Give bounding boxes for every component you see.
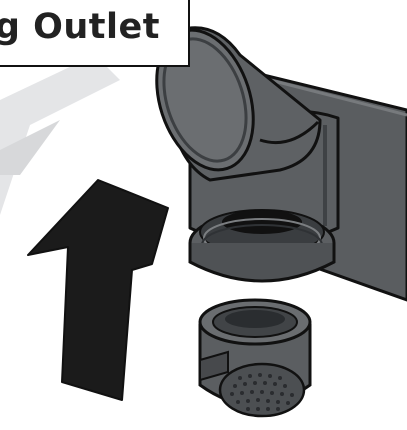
step-label: g Outlet <box>0 7 160 47</box>
up-arrow-icon <box>28 180 168 400</box>
step-label-box: g Outlet <box>0 0 190 67</box>
aerator-part <box>200 300 310 416</box>
faucet-threaded-outlet <box>190 210 334 281</box>
